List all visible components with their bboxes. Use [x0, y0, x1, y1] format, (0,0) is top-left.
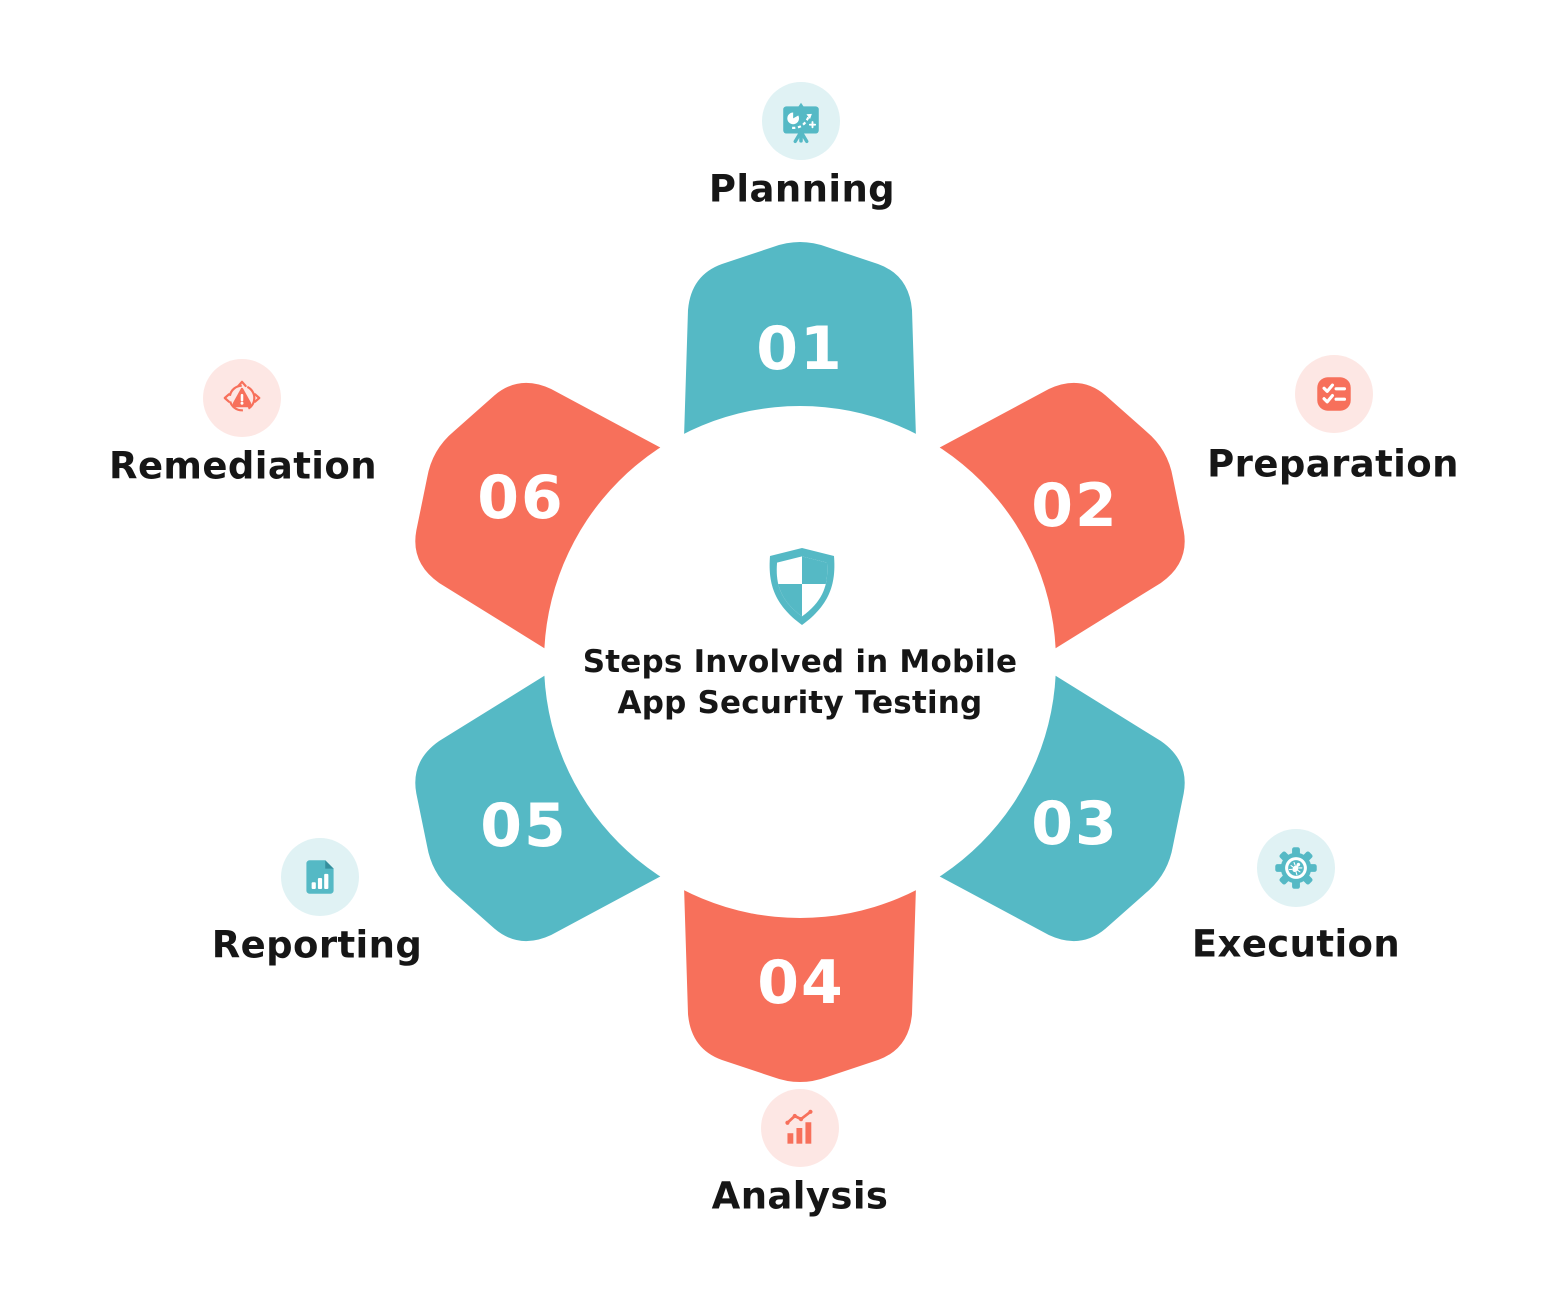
step-number-06: 06 — [477, 463, 565, 533]
step-number-02: 02 — [1031, 471, 1119, 541]
step-label-remediation: Remediation — [109, 444, 377, 488]
shield-icon — [769, 548, 835, 625]
step-number-04: 04 — [757, 948, 845, 1018]
diagram-title-line2: App Security Testing — [617, 685, 983, 721]
petal-01 — [684, 242, 916, 467]
checklist-icon — [1317, 377, 1351, 411]
step-label-reporting: Reporting — [211, 923, 423, 967]
step-number-03: 03 — [1031, 789, 1119, 859]
step-number-05: 05 — [480, 791, 568, 861]
execution-icon-circle — [1257, 829, 1335, 907]
step-label-planning: Planning — [708, 167, 896, 211]
petal-04 — [684, 857, 916, 1082]
planning-icon-circle — [762, 82, 840, 160]
step-number-01: 01 — [756, 314, 844, 384]
report-document-icon — [306, 860, 334, 894]
growth-chart-icon — [785, 1109, 813, 1144]
analysis-icon-circle — [761, 1089, 839, 1167]
remediation-icon-circle — [203, 359, 281, 437]
gear-bug-icon — [1275, 847, 1317, 889]
center-disc — [544, 406, 1056, 918]
step-label-preparation: Preparation — [1207, 442, 1459, 486]
preparation-icon-circle — [1295, 355, 1373, 433]
diagram-title: Steps Involved in Mobile App Security Te… — [583, 642, 1017, 724]
reporting-icon-circle — [281, 838, 359, 916]
presentation-strategy-icon — [783, 102, 819, 144]
step-label-analysis: Analysis — [711, 1174, 889, 1218]
step-label-execution: Execution — [1191, 922, 1401, 966]
alert-spread-icon — [223, 380, 261, 412]
diagram-title-line1: Steps Involved in Mobile — [582, 644, 1018, 681]
